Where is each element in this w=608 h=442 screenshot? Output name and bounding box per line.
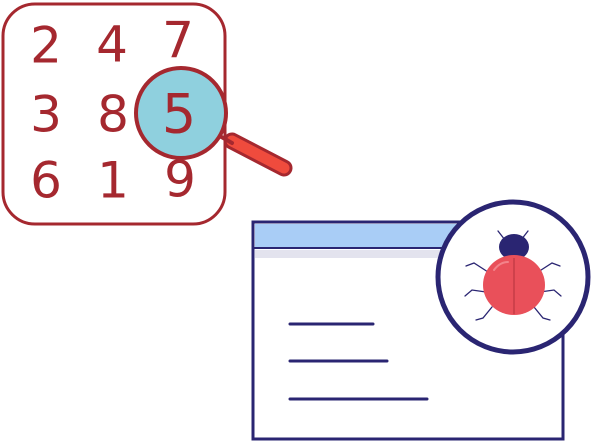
magnifier-icon: 5 — [134, 66, 293, 177]
bug-legs — [464, 230, 562, 321]
grid-digit: 6 — [30, 152, 62, 210]
bug-head — [499, 234, 529, 260]
grid-digit: 8 — [97, 86, 129, 144]
grid-digit: 7 — [162, 12, 194, 70]
number-grid: 2 4 7 3 8 6 1 9 — [1, 2, 227, 226]
grid-digit: 4 — [96, 16, 128, 74]
grid-digit: 1 — [97, 152, 129, 210]
grid-digit: 2 — [30, 17, 62, 75]
window-title-shadow — [255, 250, 440, 258]
bug-icon — [435, 199, 591, 355]
grid-digit: 3 — [30, 86, 62, 144]
magnifier-lens — [134, 66, 228, 160]
grid-digit-highlighted: 5 — [162, 83, 196, 146]
grid-digit: 9 — [164, 151, 196, 209]
